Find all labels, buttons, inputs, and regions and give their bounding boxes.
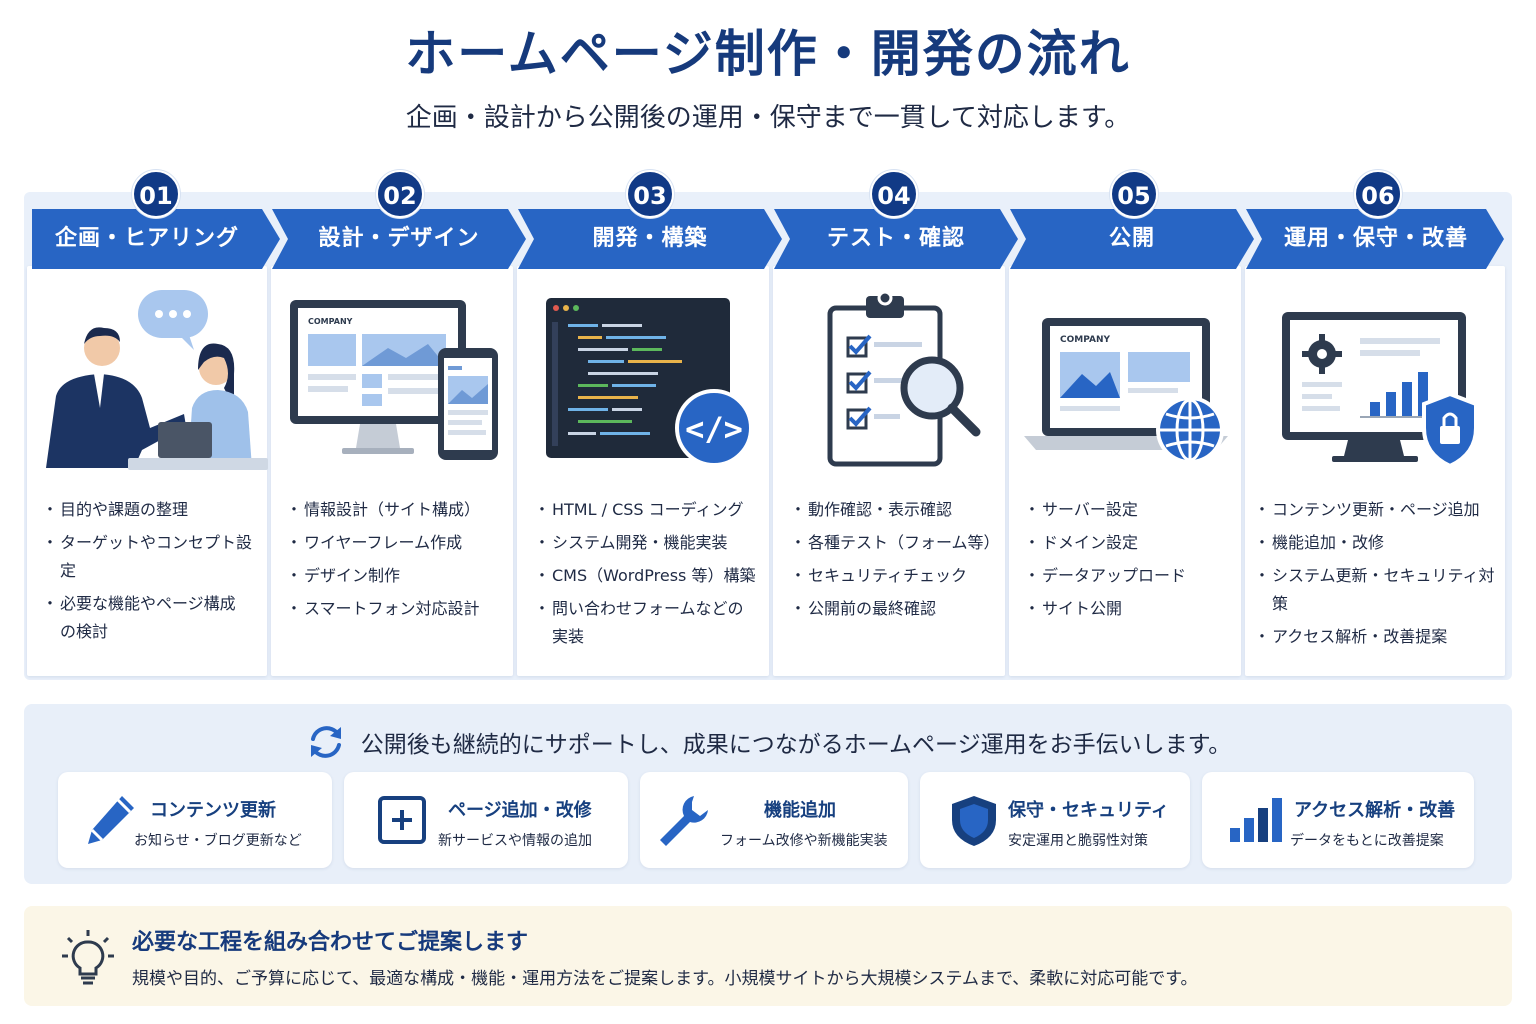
step-items: 動作確認・表示確認 各種テスト（フォーム等） セキュリティチェック 公開前の最終… — [790, 496, 1006, 628]
step-item: デザイン制作 — [286, 562, 512, 590]
step-item: サイト公開 — [1024, 595, 1240, 623]
step-label: 企画・ヒアリング — [54, 226, 239, 251]
checklist-icon — [827, 290, 981, 467]
step-item: HTML / CSS コーディング — [534, 496, 768, 524]
step-item: データアップロード — [1024, 562, 1240, 590]
service-title: 保守・セキュリティ — [1008, 800, 1169, 821]
step-label: テスト・確認 — [826, 226, 965, 251]
service-card-page-add: ページ追加・改修 新サービスや情報の追加 — [344, 772, 628, 868]
responsive-design-icon: COMPANY — [290, 300, 498, 460]
step-number: 06 — [1354, 170, 1402, 218]
step-items: HTML / CSS コーディング システム開発・機能実装 CMS（WordPr… — [534, 496, 768, 656]
step-label: 開発・構築 — [592, 226, 708, 251]
step-number: 03 — [626, 170, 674, 218]
step-04: 04 テスト・確認 動作確認・表示確認 各種テスト（フォーム等） セキュリティチ… — [770, 170, 1018, 680]
step-number: 04 — [870, 170, 918, 218]
step-number: 01 — [132, 170, 180, 218]
meeting-icon — [46, 290, 268, 470]
service-card-security: 保守・セキュリティ 安定運用と脆弱性対策 — [920, 772, 1190, 868]
step-item: システム開発・機能実装 — [534, 529, 768, 557]
service-desc: データをもとに改善提案 — [1290, 833, 1444, 849]
step-item: 情報設計（サイト構成） — [286, 496, 512, 524]
shield-icon — [952, 796, 996, 846]
step-item: 目的や課題の整理 — [42, 496, 264, 524]
wrench-icon — [660, 796, 708, 846]
page-subtitle: 企画・設計から公開後の運用・保守まで一貫して対応します。 — [405, 103, 1131, 133]
service-title: 機能追加 — [764, 800, 836, 821]
step-item: サーバー設定 — [1024, 496, 1240, 524]
step-01: 01 企画・ヒアリング 目的や課題の整理 ターゲットやコンセプト設定 必要な機能… — [24, 170, 280, 680]
support-heading: 公開後も継続的にサポートし、成果につながるホームページ運用をお手伝いします。 — [24, 722, 1512, 762]
step-item: 必要な機能やページ構成 の検討 — [42, 590, 264, 646]
service-desc: フォーム改修や新機能実装 — [720, 833, 888, 849]
proposal-panel: 必要な工程を組み合わせてご提案します 規模や目的、ご予算に応じて、最適な構成・機… — [24, 906, 1512, 1006]
step-items: コンテンツ更新・ページ追加 機能追加・改修 システム更新・セキュリティ対策 アク… — [1254, 496, 1504, 656]
step-item: アクセス解析・改善提案 — [1254, 623, 1504, 651]
maintenance-icon — [1282, 312, 1478, 469]
step-item: システム更新・セキュリティ対策 — [1254, 562, 1504, 618]
support-title: 公開後も継続的にサポートし、成果につながるホームページ運用をお手伝いします。 — [360, 732, 1232, 758]
add-page-icon — [378, 796, 426, 844]
refresh-icon — [310, 726, 341, 758]
step-arrow-banner — [774, 209, 1018, 269]
screen-brand-text: COMPANY — [1060, 335, 1110, 345]
step-arrow-banner — [518, 209, 782, 269]
service-desc: お知らせ・ブログ更新など — [134, 833, 302, 849]
code-editor-icon: </> — [546, 298, 753, 467]
service-card-feature-add: 機能追加 フォーム改修や新機能実装 — [640, 772, 908, 868]
step-item: 動作確認・表示確認 — [790, 496, 1006, 524]
proposal-title: 必要な工程を組み合わせてご提案します — [132, 930, 529, 955]
service-desc: 安定運用と脆弱性対策 — [1008, 833, 1148, 849]
step-item: CMS（WordPress 等）構築 — [534, 562, 768, 590]
launch-icon: COMPANY — [1024, 318, 1228, 464]
step-items: サーバー設定 ドメイン設定 データアップロード サイト公開 — [1024, 496, 1240, 628]
proposal-text: 規模や目的、ご予算に応じて、最適な構成・機能・運用方法をご提案します。小規模サイ… — [132, 969, 1198, 989]
service-card-analytics: アクセス解析・改善 データをもとに改善提案 — [1202, 772, 1474, 868]
pencil-icon — [88, 796, 134, 844]
step-items: 情報設計（サイト構成） ワイヤーフレーム作成 デザイン制作 スマートフォン対応設… — [286, 496, 512, 628]
step-02: 02 設計・デザイン COMPANY 情報設計（サイト構成） ワイヤーフレーム作… — [268, 170, 526, 680]
step-item: セキュリティチェック — [790, 562, 1006, 590]
step-number: 02 — [376, 170, 424, 218]
service-desc: 新サービスや情報の追加 — [438, 833, 592, 849]
lightbulb-icon — [62, 930, 114, 985]
step-arrow-banner — [1246, 209, 1504, 269]
step-06: 06 運用・保守・改善 コンテンツ更新・ページ追加 機能追加・改修 システム更新… — [1242, 170, 1508, 680]
step-item: ターゲットやコンセプト設定 — [42, 529, 264, 585]
step-item: 公開前の最終確認 — [790, 595, 1006, 623]
step-label: 設計・デザイン — [318, 226, 480, 251]
step-item: 各種テスト（フォーム等） — [790, 529, 1006, 557]
svg-text:</>: </> — [685, 410, 743, 448]
service-title: アクセス解析・改善 — [1294, 800, 1456, 821]
step-item: 問い合わせフォームなどの 実装 — [534, 595, 768, 651]
step-item: コンテンツ更新・ページ追加 — [1254, 496, 1504, 524]
step-item: ドメイン設定 — [1024, 529, 1240, 557]
service-title: コンテンツ更新 — [150, 800, 276, 821]
page-title: ホームページ制作・開発の流れ — [405, 25, 1131, 83]
step-label: 公開 — [1108, 226, 1155, 251]
support-panel: 公開後も継続的にサポートし、成果につながるホームページ運用をお手伝いします。 コ… — [24, 704, 1512, 884]
service-title: ページ追加・改修 — [448, 800, 592, 821]
step-item: 機能追加・改修 — [1254, 529, 1504, 557]
bar-chart-icon — [1230, 798, 1282, 842]
screen-brand-text: COMPANY — [308, 317, 353, 326]
step-arrow-banner — [32, 209, 280, 269]
step-arrow-banner — [1010, 209, 1254, 269]
step-arrow-banner — [272, 209, 526, 269]
service-card-content-update: コンテンツ更新 お知らせ・ブログ更新など — [58, 772, 332, 868]
step-05: 05 公開 COMPANY サーバー設定 ドメイン設定 データアップロード サイ… — [1006, 170, 1254, 680]
step-item: ワイヤーフレーム作成 — [286, 529, 512, 557]
step-label: 運用・保守・改善 — [1283, 226, 1468, 251]
step-03: 03 開発・構築 </> HTML / CSS コーディング システム開発・機能… — [514, 170, 782, 680]
step-item: スマートフォン対応設計 — [286, 595, 512, 623]
step-items: 目的や課題の整理 ターゲットやコンセプト設定 必要な機能やページ構成 の検討 — [42, 496, 264, 651]
step-number: 05 — [1110, 170, 1158, 218]
